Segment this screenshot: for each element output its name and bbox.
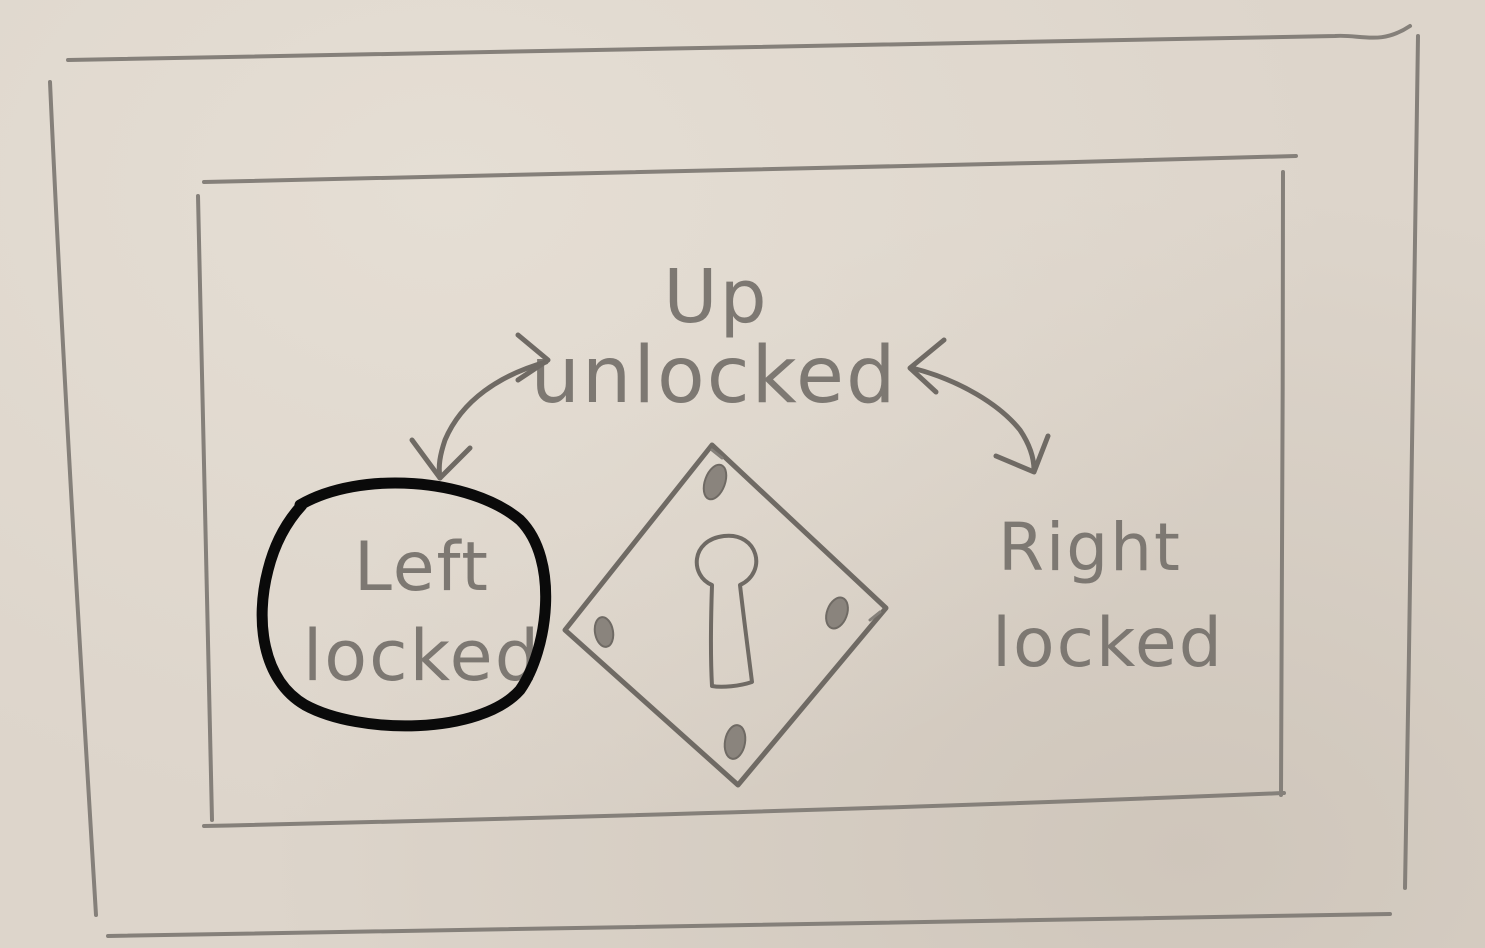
arrow-up-right bbox=[907, 337, 1051, 475]
inner-frame bbox=[196, 154, 1298, 828]
state-right-status: locked bbox=[992, 604, 1224, 683]
keyhole-opening bbox=[694, 533, 759, 689]
outer-frame bbox=[48, 24, 1420, 938]
state-up-status: unlocked bbox=[530, 331, 897, 421]
arrow-up-left bbox=[409, 332, 551, 481]
keyhole-escutcheon-icon bbox=[562, 442, 889, 788]
screw-left bbox=[593, 616, 615, 648]
state-up-name: Up bbox=[663, 254, 768, 340]
state-left[interactable]: Left locked bbox=[303, 528, 541, 697]
screw-bottom bbox=[723, 724, 747, 760]
screw-right bbox=[825, 596, 849, 630]
state-up[interactable]: Up unlocked bbox=[530, 254, 897, 421]
current-state-highlight bbox=[256, 477, 552, 732]
state-left-name: Left bbox=[354, 528, 490, 607]
state-right-name: Right bbox=[998, 509, 1182, 586]
state-right[interactable]: Right locked bbox=[992, 509, 1224, 683]
state-left-status: locked bbox=[303, 615, 541, 697]
screw-top bbox=[702, 463, 728, 501]
